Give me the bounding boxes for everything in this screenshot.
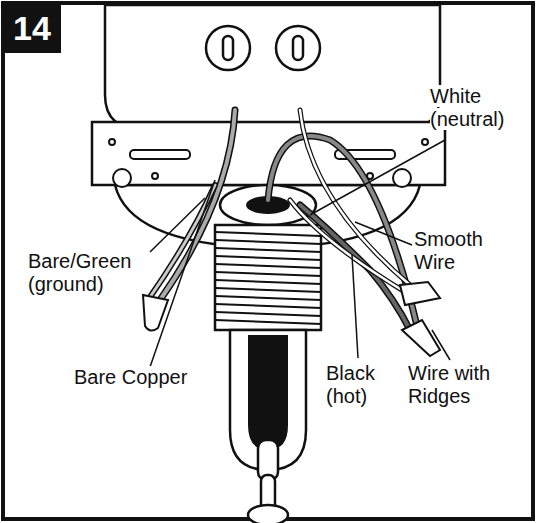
thread-line [215, 240, 321, 244]
part-label-text: Smooth Wire [414, 228, 483, 273]
part-label-text: Bare/Green (ground) [28, 250, 131, 295]
thread-line [215, 288, 321, 292]
thread-line [215, 304, 321, 308]
wires [148, 110, 418, 330]
thread-line [215, 272, 321, 276]
part-label-text: Black (hot) [326, 362, 375, 407]
thread-line [215, 264, 321, 268]
step-badge: 14 [3, 3, 61, 53]
chain-link [248, 505, 288, 523]
thread-line [215, 280, 321, 284]
part-label-text: Wire with Ridges [408, 362, 490, 407]
thread-line [215, 248, 321, 252]
wire-nuts [143, 282, 440, 356]
thread-line [215, 232, 321, 236]
frame [3, 3, 533, 519]
part-label: Black (hot) [326, 362, 388, 408]
part-label: White (neutral) [430, 85, 530, 131]
box-knockouts [206, 26, 320, 70]
thread-line [215, 256, 321, 260]
part-label: Smooth Wire [414, 228, 504, 274]
thread-line [215, 320, 321, 324]
part-label: Bare Copper [74, 366, 224, 389]
threaded-collar [215, 225, 321, 330]
part-label-text: Bare Copper [74, 366, 187, 388]
part-label-text: White (neutral) [430, 85, 504, 130]
thread-line [215, 296, 321, 300]
leader-lines [150, 140, 450, 367]
part-label: Wire with Ridges [408, 362, 520, 408]
yoke-slot [248, 335, 288, 450]
ceiling-box [105, 5, 440, 130]
thread-line [215, 312, 321, 316]
threads [215, 232, 321, 324]
part-label: Bare/Green (ground) [28, 250, 146, 296]
step-number: 14 [13, 9, 51, 47]
